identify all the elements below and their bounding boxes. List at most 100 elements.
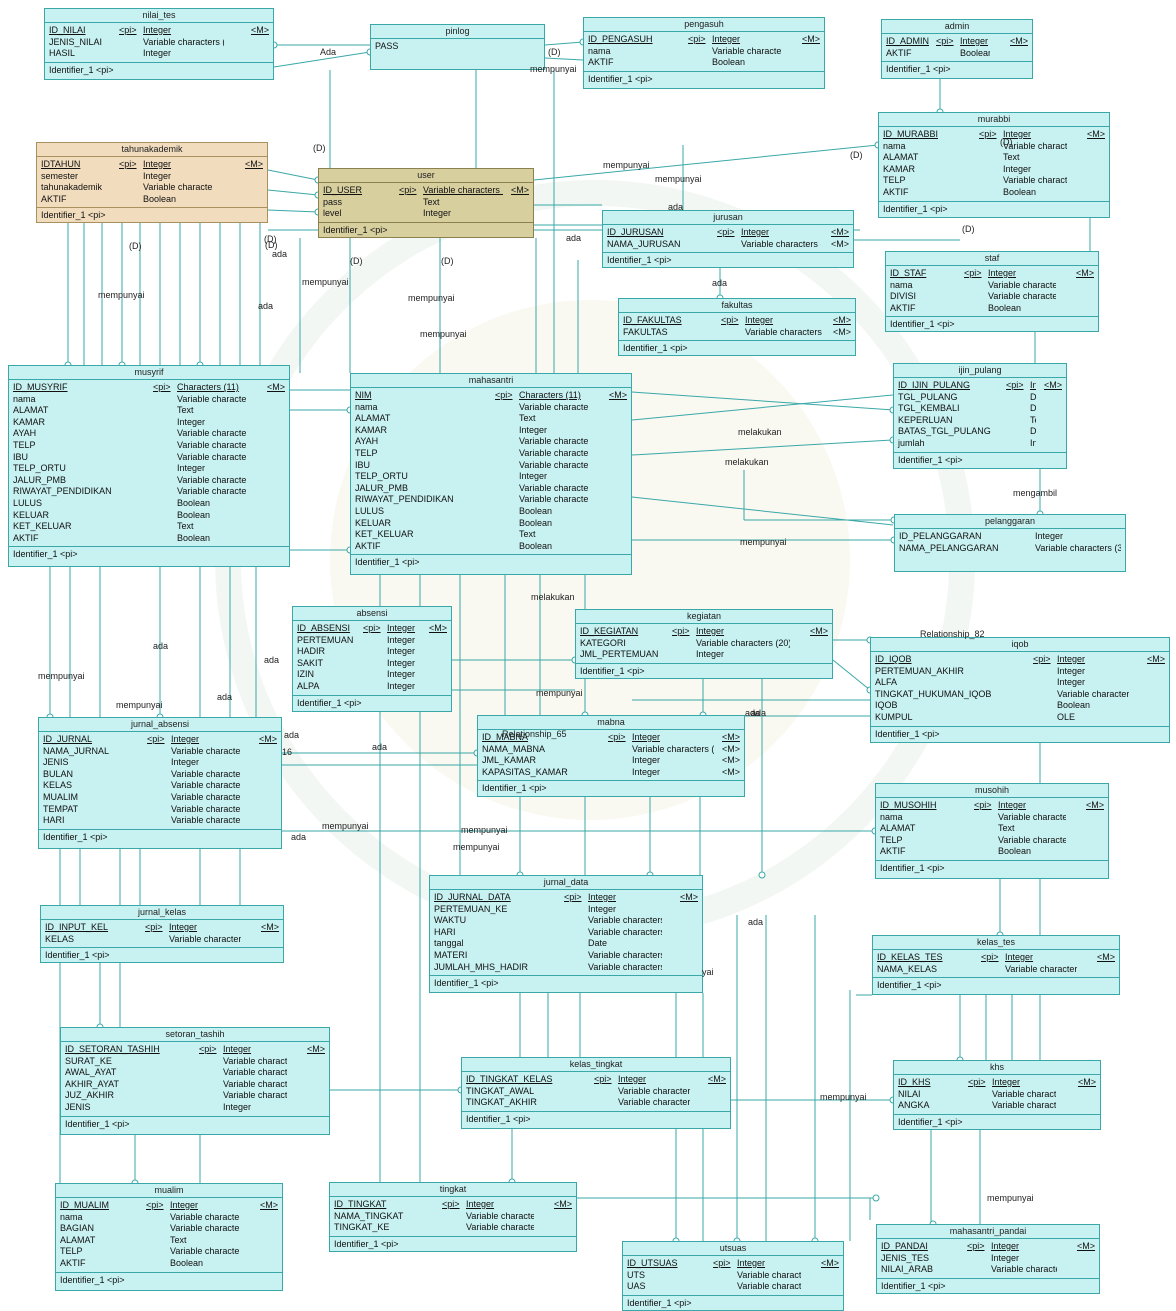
attribute-name: ALFA <box>875 677 898 688</box>
attribute-row: ID_KHS<pi>Integer<M> <box>898 1077 1096 1089</box>
attribute-key <box>146 1235 170 1247</box>
attribute-mandatory <box>589 402 627 414</box>
attribute-mandatory: <M> <box>428 623 447 633</box>
attribute-mandatory: <M> <box>721 732 740 742</box>
attribute-type: OLE <box>1057 711 1076 722</box>
entity-identifier: Identifier_1 <pi> <box>45 950 110 961</box>
attribute-name: tahunakademik <box>41 182 103 193</box>
attribute-mandatory <box>662 915 698 927</box>
attribute-mandatory <box>1056 303 1094 315</box>
attribute-row: ID_FAKULTAS<pi>Integer<M> <box>623 315 851 327</box>
attribute-mandatory <box>690 1097 726 1109</box>
attribute-mandatory <box>241 769 277 781</box>
attribute-name: ID_PENGASUH <box>588 34 653 44</box>
attribute-name: ALAMAT <box>883 152 919 163</box>
attribute-mandatory <box>417 658 447 670</box>
attribute-mandatory <box>241 780 277 792</box>
attribute-mandatory <box>1036 438 1062 450</box>
attribute-key <box>964 291 988 303</box>
attribute-name: nama <box>883 140 906 151</box>
entity-title: utsuas <box>623 1242 843 1256</box>
attribute-key <box>147 780 171 792</box>
attribute-type: Boolean <box>1057 700 1091 711</box>
attribute-name: AKTIF <box>588 57 614 68</box>
attribute-name: AKTIF <box>880 846 906 857</box>
attribute-mandatory <box>241 804 277 816</box>
relationship-label: mempunyai <box>408 293 455 303</box>
attribute-row: ID_KELAS_TES<pi>Integer<M> <box>877 952 1115 964</box>
attribute-name: TELP <box>13 439 36 450</box>
attribute-name: ID_JURNAL_DATA <box>434 892 511 902</box>
entity-title: fakultas <box>619 299 855 313</box>
attribute-key: <pi> <box>717 227 735 237</box>
attribute-mandatory: <M> <box>1009 36 1028 46</box>
attribute-key <box>146 1246 170 1258</box>
attribute-type: Variable characters (5) <box>223 1090 287 1101</box>
attribute-name: ID_ADMIN <box>886 36 930 46</box>
attribute-type: Text <box>423 196 440 207</box>
attribute-type: Integer <box>387 669 416 680</box>
relationship-label: ada <box>748 917 764 927</box>
attribute-key <box>608 767 632 779</box>
relationship-label: Ada <box>320 47 337 57</box>
attribute-row: ID_MUALIM<pi>Integer<M> <box>60 1200 278 1212</box>
relationship-label: mempunyai <box>453 842 500 852</box>
attribute-mandatory <box>1067 152 1105 164</box>
attribute-type: Integer <box>696 626 725 636</box>
attribute-key <box>1033 677 1057 689</box>
relationship-label: mempunyai <box>302 277 349 287</box>
attribute-row: ID_NILAI<pi>Integer<M> <box>49 25 269 37</box>
attribute-key <box>199 1056 223 1068</box>
attribute-key <box>1006 426 1030 438</box>
entity-pinlog[interactable]: pinlogPASSVariable characters (30) <box>370 24 545 70</box>
entity-ijin-pulang[interactable]: ijin_pulangID_IJIN_PULANG<pi>Integer<M>T… <box>893 363 1067 469</box>
attribute-key: <pi> <box>442 1199 460 1209</box>
attribute-key <box>199 1090 223 1102</box>
attribute-mandatory <box>247 417 285 429</box>
attribute-key <box>363 669 387 681</box>
entity-identifier: Identifier_1 <pi> <box>41 210 106 221</box>
attribute-type: Integer <box>737 1258 766 1268</box>
attribute-type: Variable characters (20) <box>696 637 790 648</box>
attribute-type: Variable characters (30) <box>519 436 589 447</box>
attribute-mandatory <box>662 950 698 962</box>
attribute-type: Variable characters (20) <box>171 780 241 791</box>
